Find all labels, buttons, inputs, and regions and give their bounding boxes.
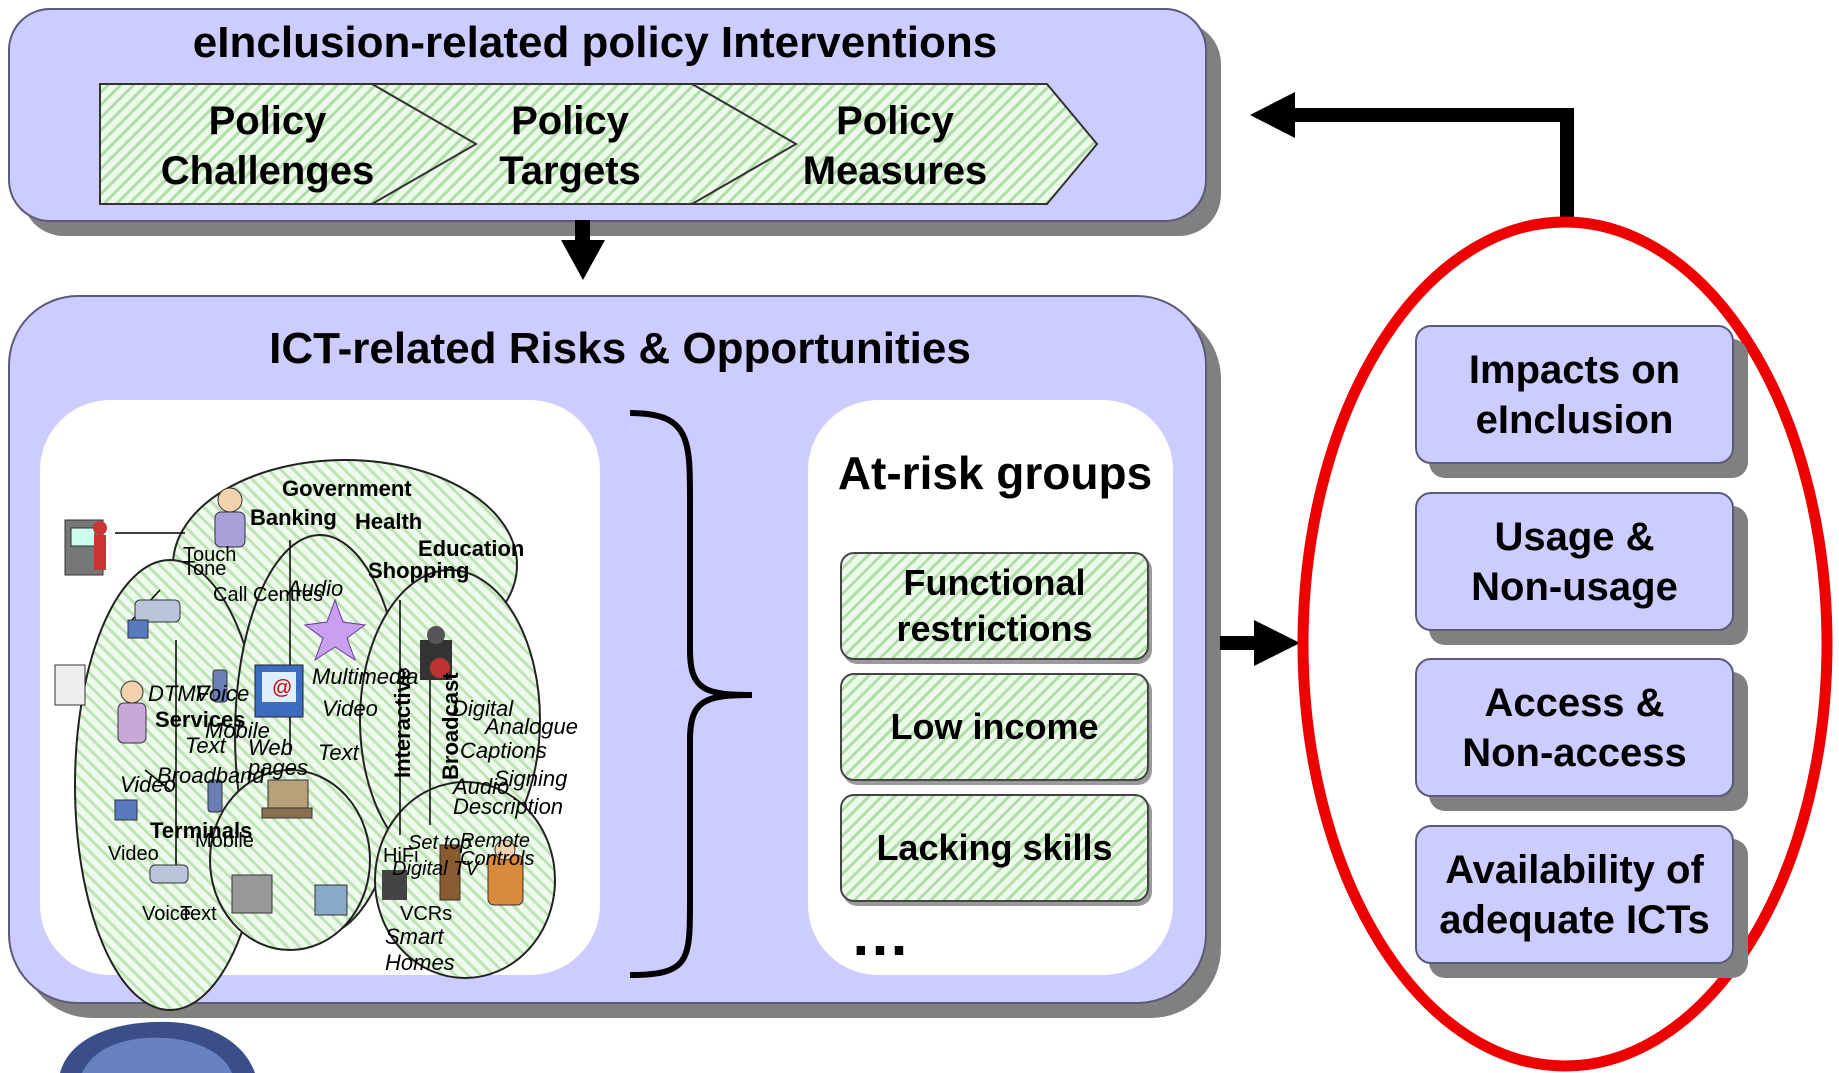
step-policy-measures: Policy Measures	[760, 96, 1030, 196]
label-audio-description: Audio Description	[453, 774, 564, 819]
step-line1: Policy	[208, 99, 327, 143]
label-video-low: Video	[108, 843, 159, 865]
label-mobile-low: Mobile	[195, 830, 254, 852]
step-line2: Targets	[499, 149, 641, 193]
label-remote-controls: Remote Controls	[460, 830, 535, 870]
step-policy-targets: Policy Targets	[440, 96, 700, 196]
step-policy-challenges: Policy Challenges	[125, 96, 410, 196]
label-services: Services	[155, 707, 246, 732]
group-lacking-skills: Lacking skills	[840, 794, 1149, 902]
label-web-pages: Web pages	[248, 735, 308, 780]
impact-usage: Usage & Non-usage	[1415, 492, 1734, 631]
policy-interventions-title: eInclusion-related policy Interventions	[192, 18, 998, 67]
group-label: Lacking skills	[876, 827, 1113, 868]
label-signing: Signing	[494, 766, 568, 791]
label-text-right: Text	[318, 740, 359, 765]
label-vcrs: VCRs	[400, 903, 453, 925]
label-education: Education	[418, 536, 525, 561]
label-digital: Digital	[452, 696, 514, 721]
label-set-top: Set top	[408, 832, 472, 854]
impact-on-einclusion: Impacts on eInclusion	[1415, 325, 1734, 464]
label-smart-homes: Smart Homes	[385, 924, 455, 975]
impact-access: Access & Non-access	[1415, 658, 1734, 797]
impact-label: Access & Non-access	[1462, 680, 1687, 775]
arrow-return-icon	[1250, 92, 1574, 218]
label-video-mid: Video	[322, 696, 378, 721]
at-risk-title: At-risk groups	[837, 447, 1153, 499]
label-broadband: Broadband	[157, 763, 265, 788]
impact-label: Impacts on eInclusion	[1468, 347, 1681, 442]
label-hifi: HiFi	[383, 845, 419, 867]
group-label: Low income	[890, 706, 1099, 747]
group-functional-restrictions: Functional restrictions	[840, 552, 1149, 660]
step-line1: Policy	[511, 99, 629, 143]
risks-opportunities-title: ICT-related Risks & Opportunities	[269, 324, 971, 373]
step-line2: Challenges	[160, 149, 375, 193]
label-government: Government	[282, 476, 412, 501]
label-voice-top: Voice	[195, 681, 250, 706]
more-groups-ellipsis: …	[850, 901, 910, 968]
label-interactive: Interactive	[390, 667, 415, 778]
label-shopping: Shopping	[368, 558, 470, 583]
label-text-mid: Text	[185, 733, 226, 758]
label-dtmf: DTMF	[148, 681, 210, 706]
label-health: Health	[355, 509, 423, 534]
impact-label: Usage & Non-usage	[1471, 514, 1678, 609]
impact-label: Availability of adequate ICTs	[1439, 847, 1710, 942]
label-call-centres: Call Centres	[213, 584, 324, 606]
label-captions: Captions	[460, 738, 547, 763]
label-banking: Banking	[250, 505, 337, 530]
label-multimedia: Multimedia	[312, 664, 419, 689]
impact-availability: Availability of adequate ICTs	[1415, 825, 1734, 964]
label-digital-tv: Digital TV	[392, 858, 479, 880]
step-line2: Measures	[802, 149, 988, 193]
arrow-down-icon	[561, 220, 605, 280]
arrow-right-icon	[1220, 620, 1300, 666]
label-mobile-mid: Mobile	[205, 718, 270, 743]
step-line1: Policy	[836, 99, 954, 143]
label-terminals: Terminals	[150, 818, 253, 843]
label-voice-low: Voice	[142, 903, 191, 925]
label-text-low: Text	[180, 903, 217, 925]
group-label: Functional restrictions	[896, 562, 1093, 649]
label-analogue: Analogue	[485, 714, 578, 739]
label-audio-top: Audio	[287, 576, 344, 601]
group-low-income: Low income	[840, 673, 1149, 781]
label-touch-tone: Touch Tone	[183, 544, 237, 580]
label-video-left: Video	[120, 772, 176, 797]
